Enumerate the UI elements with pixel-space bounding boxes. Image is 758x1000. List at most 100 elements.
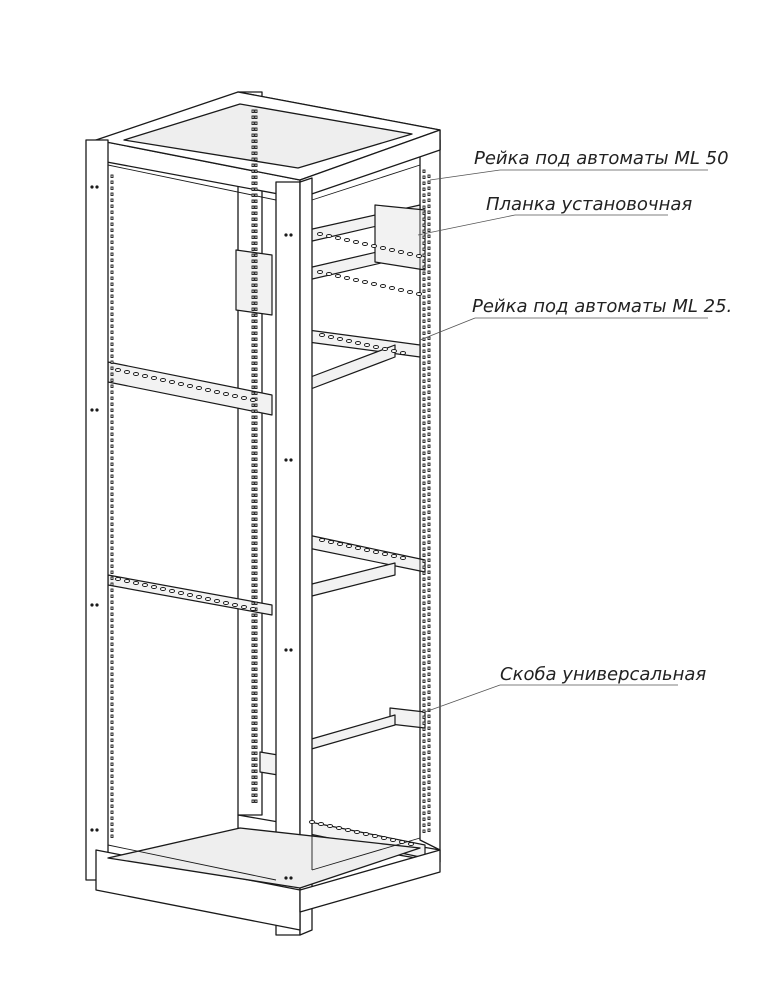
perforation-hole <box>110 222 114 226</box>
perforation-hole <box>427 474 431 478</box>
perforation-hole <box>110 480 114 484</box>
perforation-hole <box>427 678 431 682</box>
rail-slot <box>316 232 324 236</box>
perforation-hole <box>422 205 426 209</box>
perforation-hole <box>251 169 255 173</box>
perforation-hole <box>251 517 255 521</box>
perforation-hole <box>110 360 114 364</box>
rail-slot <box>415 254 423 258</box>
rail-slot <box>398 840 406 844</box>
perforation-hole <box>427 324 431 328</box>
perforation-hole <box>251 685 255 689</box>
perforation-hole <box>254 763 258 767</box>
perforation-hole <box>254 109 258 113</box>
perforation-hole <box>422 325 426 329</box>
perforation-hole <box>422 643 426 647</box>
perforation-hole <box>422 199 426 203</box>
perforation-hole <box>422 427 426 431</box>
perforation-hole <box>254 781 258 785</box>
perforation-hole <box>110 456 114 460</box>
perforation-hole <box>422 745 426 749</box>
perforation-hole <box>251 619 255 623</box>
perforation-hole <box>422 487 426 491</box>
perforation-hole <box>422 385 426 389</box>
perforation-hole <box>251 457 255 461</box>
perforation-hole <box>422 685 426 689</box>
rail-ml25-lower <box>307 344 396 391</box>
rail-slot <box>318 538 326 542</box>
perforation-hole <box>254 799 258 803</box>
perforation-hole <box>110 246 114 250</box>
rail-slot <box>195 595 203 599</box>
perforation-hole <box>427 576 431 580</box>
perforation-hole <box>422 445 426 449</box>
perforation-hole <box>422 481 426 485</box>
perforation-hole <box>427 378 431 382</box>
perforation-hole <box>422 373 426 377</box>
perforation-hole <box>110 600 114 604</box>
perforation-hole <box>427 186 431 190</box>
rail-slot <box>159 378 167 382</box>
perforation-hole <box>110 318 114 322</box>
rail-slot <box>372 345 380 349</box>
perforation-hole <box>427 660 431 664</box>
perforation-hole <box>251 127 255 131</box>
perforation-hole <box>254 379 258 383</box>
perforation-hole <box>110 438 114 442</box>
perforation-hole <box>110 780 114 784</box>
perforation-hole <box>422 229 426 233</box>
screw-dot <box>95 185 99 189</box>
perforation-hole <box>254 457 258 461</box>
perforation-hole <box>427 744 431 748</box>
rail-slot <box>325 272 333 276</box>
rail-slot <box>370 244 378 248</box>
perforation-hole <box>427 300 431 304</box>
perforation-hole <box>427 648 431 652</box>
perforation-hole <box>254 217 258 221</box>
perforation-hole <box>254 511 258 515</box>
perforation-hole <box>422 469 426 473</box>
rail-slot <box>399 351 407 355</box>
perforation-hole <box>254 613 258 617</box>
perforation-hole <box>254 661 258 665</box>
perforation-hole <box>422 391 426 395</box>
perforation-hole <box>422 415 426 419</box>
perforation-hole <box>251 529 255 533</box>
perforation-hole <box>251 547 255 551</box>
perforation-hole <box>427 336 431 340</box>
rail-slot <box>326 824 334 828</box>
perforation-hole <box>110 306 114 310</box>
leader-universal-bracket <box>424 684 501 713</box>
perforation-hole <box>110 588 114 592</box>
perforation-hole <box>251 655 255 659</box>
perforation-hole <box>251 727 255 731</box>
perforation-hole <box>251 187 255 191</box>
perforation-hole <box>427 480 431 484</box>
perforation-hole <box>422 769 426 773</box>
leader-rail-ml50 <box>429 169 501 181</box>
perforation-hole <box>251 691 255 695</box>
perforation-hole <box>254 721 258 725</box>
perforation-hole <box>254 697 258 701</box>
perforation-hole <box>254 649 258 653</box>
perforation-hole <box>251 295 255 299</box>
perforation-hole <box>254 433 258 437</box>
perforation-hole <box>422 673 426 677</box>
perforation-hole <box>110 828 114 832</box>
perforation-hole <box>110 186 114 190</box>
perforation-hole <box>110 630 114 634</box>
perforation-hole <box>427 630 431 634</box>
perforation-hole <box>110 486 114 490</box>
perforation-hole <box>254 409 258 413</box>
perforation-hole <box>422 637 426 641</box>
perforation-hole <box>110 726 114 730</box>
perforation-hole <box>254 355 258 359</box>
perforation-hole <box>251 193 255 197</box>
perforation-hole <box>427 432 431 436</box>
perforation-hole <box>254 319 258 323</box>
perforation-hole <box>427 822 431 826</box>
rail-mid-lower <box>307 562 396 598</box>
perforation-hole <box>251 577 255 581</box>
perforation-hole <box>422 379 426 383</box>
perforation-hole <box>251 553 255 557</box>
